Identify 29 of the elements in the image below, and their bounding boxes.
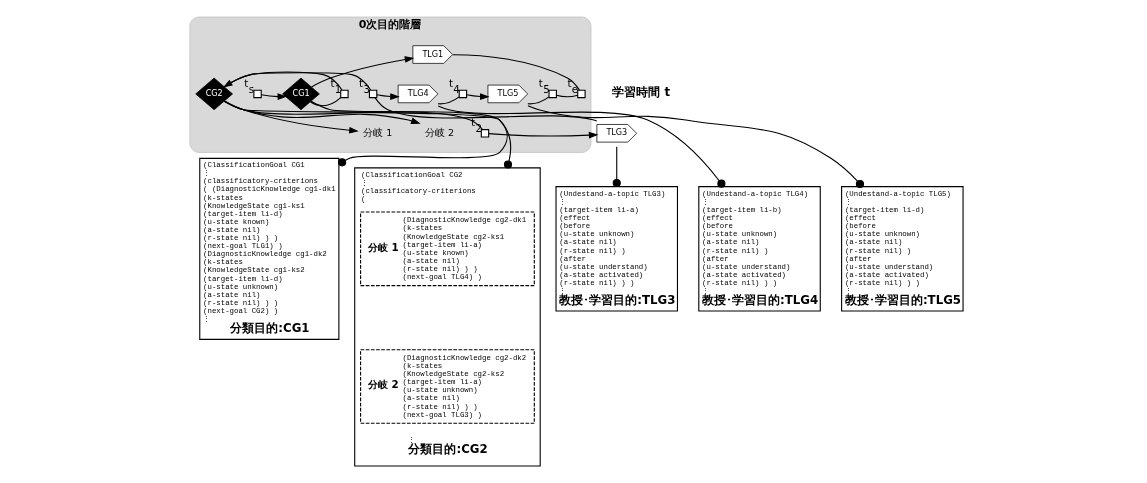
node-box	[253, 89, 262, 99]
connector	[527, 105, 865, 189]
node-box	[548, 89, 557, 99]
connector	[555, 94, 579, 98]
connector	[374, 97, 598, 122]
node-diamond: CG1	[282, 77, 320, 111]
node-box	[458, 89, 468, 99]
arrow	[311, 56, 415, 88]
arrow	[488, 131, 599, 139]
connector	[310, 100, 508, 167]
connector	[612, 146, 621, 188]
node-box	[368, 89, 378, 99]
node-box	[577, 89, 586, 99]
connector	[437, 96, 460, 105]
node-box	[340, 89, 349, 99]
connector	[223, 100, 483, 130]
arrow	[466, 93, 490, 100]
arrow	[260, 93, 288, 101]
node-box	[480, 129, 490, 138]
arrow	[376, 93, 400, 100]
connector	[437, 105, 726, 188]
connector	[452, 54, 580, 91]
label: 学習時間 t	[612, 84, 671, 99]
connector	[527, 96, 550, 105]
node-text: 分岐 2	[425, 126, 455, 138]
node-text: 分岐 1	[363, 126, 393, 138]
connector	[223, 100, 513, 169]
connector	[309, 97, 342, 107]
arrow	[223, 100, 359, 134]
